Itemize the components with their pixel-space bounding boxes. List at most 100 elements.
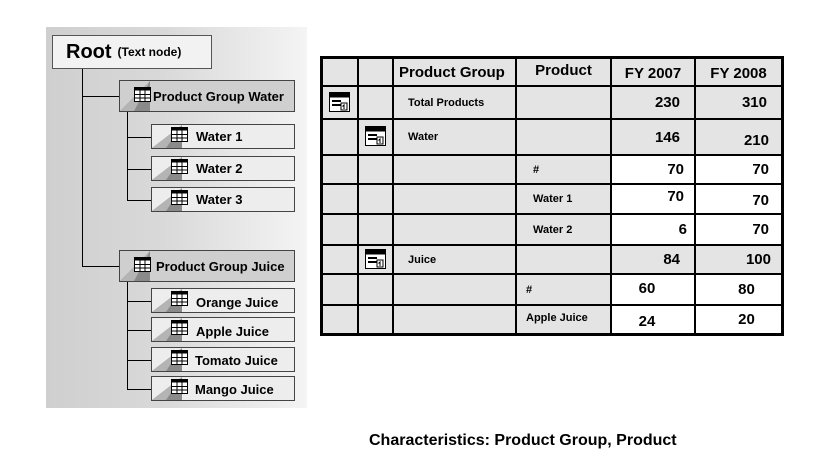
table-cell-product-group (394, 306, 515, 333)
tree-connector (127, 330, 151, 331)
table-cell-product (517, 87, 610, 118)
table-cell-fy2007: 146 (612, 120, 694, 154)
table-header-fy2008: FY 2008 (696, 59, 781, 85)
table-cell-product: # (517, 275, 610, 304)
table-cell (323, 215, 357, 244)
tree-node-apple-juice[interactable]: Apple Juice (151, 317, 295, 342)
table-cell-product-group: Total Products (394, 87, 515, 118)
table-cell-fy2008: 70 (696, 185, 781, 213)
tree-connector (127, 200, 151, 201)
table-cell-product (517, 246, 610, 273)
tree-node-product-group-juice[interactable]: Product Group Juice (119, 250, 295, 282)
grid-icon (171, 190, 188, 205)
tree-connector (127, 360, 151, 361)
table-cell (323, 246, 357, 273)
table-cell-fy2008: 70 (696, 215, 781, 244)
node-label: Apple Juice (196, 324, 269, 339)
tree-connector (82, 96, 119, 97)
table-cell (323, 306, 357, 333)
tree-node-water-1[interactable]: Water 1 (151, 124, 295, 149)
grid-icon (171, 291, 188, 306)
table-cell (359, 87, 392, 118)
figure-caption: Characteristics: Product Group, Product (369, 432, 677, 449)
table-header-fy2007: FY 2007 (612, 59, 694, 85)
table-cell-fy2007: 6 (612, 215, 694, 244)
hierarchy-node-icon[interactable] (365, 249, 386, 269)
table-cell-product-group: Water (394, 120, 515, 154)
table-cell-product: Apple Juice (517, 306, 610, 333)
tree-node-mango-juice[interactable]: Mango Juice (151, 376, 295, 401)
table-header-cell (323, 59, 357, 85)
node-label: Mango Juice (195, 382, 274, 397)
table-cell-fy2007: 70 (612, 185, 694, 213)
node-label: Orange Juice (196, 295, 279, 310)
table-cell-product-group: Juice (394, 246, 515, 273)
table-cell-icon (359, 120, 392, 154)
grid-icon (171, 159, 188, 174)
table-cell (359, 156, 392, 183)
table-cell (323, 185, 357, 213)
table-cell-product-group (394, 215, 515, 244)
node-label: Water 2 (196, 161, 243, 176)
tree-node-water-2[interactable]: Water 2 (151, 156, 295, 181)
tree-connector (127, 282, 128, 390)
node-label: Water 3 (196, 192, 243, 207)
table-cell-product: Water 1 (517, 185, 610, 213)
table-cell-fy2007: 70 (612, 156, 694, 183)
tree-root-node[interactable]: Root (Text node) (52, 35, 212, 69)
root-subtitle: (Text node) (117, 45, 182, 59)
table-cell-product: Water 2 (517, 215, 610, 244)
tree-connector (127, 169, 151, 170)
tree-node-orange-juice[interactable]: Orange Juice (151, 288, 295, 313)
node-label: Water 1 (196, 129, 243, 144)
table-header-product-group: Product Group (394, 59, 515, 85)
tree-connector (127, 137, 151, 138)
table-cell-product-group (394, 156, 515, 183)
table-cell-fy2007: 230 (612, 87, 694, 118)
grid-icon (171, 320, 188, 335)
tree-connector (127, 301, 151, 302)
tree-connector (127, 112, 128, 201)
tree-connector (82, 69, 83, 267)
table-cell-icon (323, 87, 357, 118)
table-cell (323, 275, 357, 304)
hierarchy-node-icon[interactable] (365, 126, 386, 146)
table-cell (323, 156, 357, 183)
root-title: Root (66, 40, 112, 63)
grid-icon (134, 87, 151, 102)
tree-node-water-3[interactable]: Water 3 (151, 187, 295, 212)
table-cell-fy2008: 100 (696, 246, 781, 273)
node-label: Tomato Juice (195, 353, 278, 368)
tree-connector (127, 389, 151, 390)
tree-node-tomato-juice[interactable]: Tomato Juice (151, 347, 295, 372)
grid-icon (171, 350, 188, 365)
table-cell-fy2007: 24 (612, 306, 694, 333)
table-cell-product-group (394, 275, 515, 304)
grid-icon (134, 257, 151, 272)
table-cell-fy2008: 20 (696, 306, 781, 333)
table-header-cell (359, 59, 392, 85)
table-cell (359, 306, 392, 333)
table-header-product: Product (517, 59, 610, 85)
table-cell (359, 275, 392, 304)
tree-node-product-group-water[interactable]: Product Group Water (119, 80, 295, 112)
table-cell (323, 120, 357, 154)
table-cell-fy2008: 80 (696, 275, 781, 304)
table-cell-fy2008: 210 (696, 120, 781, 154)
node-label: Product Group Juice (156, 258, 285, 274)
table-cell-fy2008: 310 (696, 87, 781, 118)
table-cell (359, 185, 392, 213)
grid-icon (171, 127, 188, 142)
node-label: Product Group Water (153, 88, 284, 104)
table-cell-product: # (517, 156, 610, 183)
table-cell (359, 215, 392, 244)
table-cell-icon (359, 246, 392, 273)
table-cell-fy2008: 70 (696, 156, 781, 183)
grid-icon (171, 379, 188, 394)
table-cell-fy2007: 84 (612, 246, 694, 273)
table-cell-product-group (394, 185, 515, 213)
table-cell-product (517, 120, 610, 154)
tree-connector (82, 266, 119, 267)
table-cell-fy2007: 60 (612, 275, 694, 304)
hierarchy-node-icon[interactable] (329, 92, 350, 112)
